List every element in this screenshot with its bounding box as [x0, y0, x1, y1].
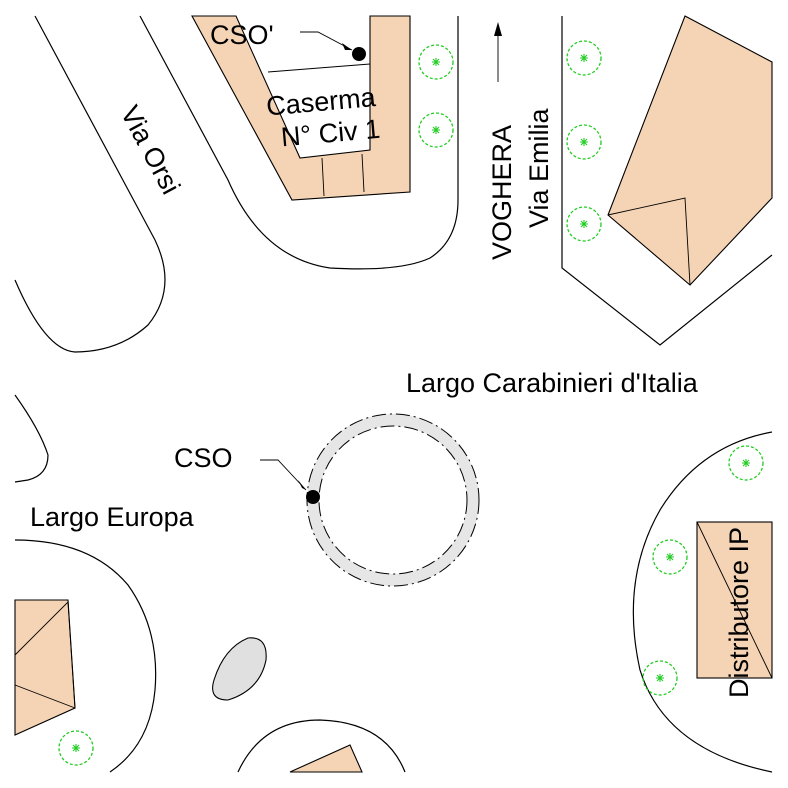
tree-icon	[58, 730, 94, 766]
trees	[58, 40, 764, 766]
dot-marker-icon	[306, 490, 320, 504]
building-distributore-ip	[696, 521, 773, 679]
building-caserma	[191, 15, 411, 201]
label-distributore-ip: Distributore IP	[724, 527, 754, 698]
building-largo-europa	[14, 599, 76, 736]
road-edge-via-orsi-outer	[14, 15, 166, 353]
tree-icon	[566, 40, 602, 76]
label-largo-carabinieri: Largo Carabinieri d'Italia	[406, 368, 699, 398]
building-via-emilia	[607, 15, 773, 286]
tree-icon	[418, 112, 454, 148]
tree-icon	[642, 660, 678, 696]
road-edge-west-island	[14, 394, 49, 483]
road-edge-south-block	[237, 719, 406, 773]
label-voghera: VOGHERA	[487, 125, 517, 260]
road-edge-via-emilia-right	[561, 16, 773, 346]
arrow-up-icon	[494, 22, 502, 82]
label-largo-europa: Largo Europa	[30, 502, 195, 532]
road-edge-distributore-block	[632, 431, 773, 773]
tree-icon	[418, 44, 454, 80]
tree-icon	[728, 445, 764, 481]
label-via-emilia: Via Emilia	[524, 107, 554, 228]
leader-arrowhead	[298, 480, 306, 490]
dot-marker-icon	[352, 47, 366, 61]
roundabout	[306, 413, 480, 587]
label-cso-prime: CSO'	[210, 20, 274, 50]
road-edge-largo-europa-block	[14, 539, 157, 773]
tree-icon	[566, 124, 602, 160]
tree-icon	[566, 206, 602, 242]
cso-marker	[260, 459, 320, 504]
traffic-island	[212, 637, 267, 701]
building-south	[289, 744, 363, 773]
tree-icon	[652, 539, 688, 575]
cso-prime-marker	[300, 31, 366, 61]
label-civic-number: N° Civ 1	[280, 114, 382, 153]
road-edge-via-orsi-inner	[139, 15, 459, 270]
leader-arrowhead	[342, 43, 352, 50]
label-cso: CSO	[174, 443, 233, 473]
